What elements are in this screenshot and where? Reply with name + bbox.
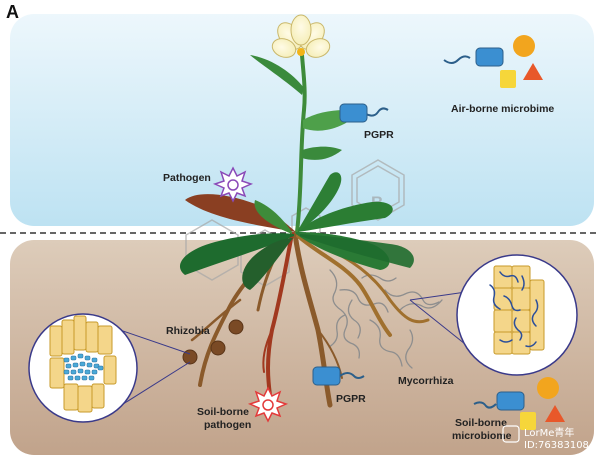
mycorrhiza-hyphae [328, 269, 443, 369]
rosette-leaves [179, 172, 414, 290]
pgpr-top-label: PGPR [364, 129, 394, 141]
rhizobia-inset [28, 313, 191, 423]
mycorrhiza-inset [409, 254, 578, 376]
pgpr-bottom-label: PGPR [336, 393, 366, 405]
pathogen-label: Pathogen [163, 172, 211, 184]
watermark-line1: LorMe青年 [524, 426, 574, 439]
soil-borne-microbes [473, 377, 565, 430]
soil-microbiome-label-line2: microbiome [452, 430, 512, 442]
mycorrhiza-label: Mycorrhiza [398, 375, 454, 387]
air-borne-microbiome-label: Air-borne microbime [451, 103, 554, 115]
watermark-logo-icon [502, 425, 520, 443]
soil-pathogen-label-line2: pathogen [204, 419, 251, 431]
flower [271, 14, 331, 58]
below-ground-region [10, 240, 594, 455]
pgpr-microbe-top [339, 103, 389, 123]
soil-pathogen-star-icon [247, 386, 289, 423]
pgpr-microbe-bottom [312, 366, 365, 386]
rhizobia-nodules [182, 319, 244, 365]
infected-leaf [185, 194, 296, 232]
air-borne-microbes [443, 35, 543, 88]
soil-microbiome-label-line1: Soil-borne [455, 417, 507, 429]
soil-pathogen-label-line1: Soil-borne [197, 406, 249, 418]
pathogen-star-icon [212, 166, 254, 203]
watermark: LorMe青年 ID:76383108 [502, 425, 589, 451]
watermark-line2: ID:76383108 [524, 440, 589, 451]
rhizobia-label: Rhizobia [166, 325, 210, 337]
panel-label: A [6, 2, 19, 22]
